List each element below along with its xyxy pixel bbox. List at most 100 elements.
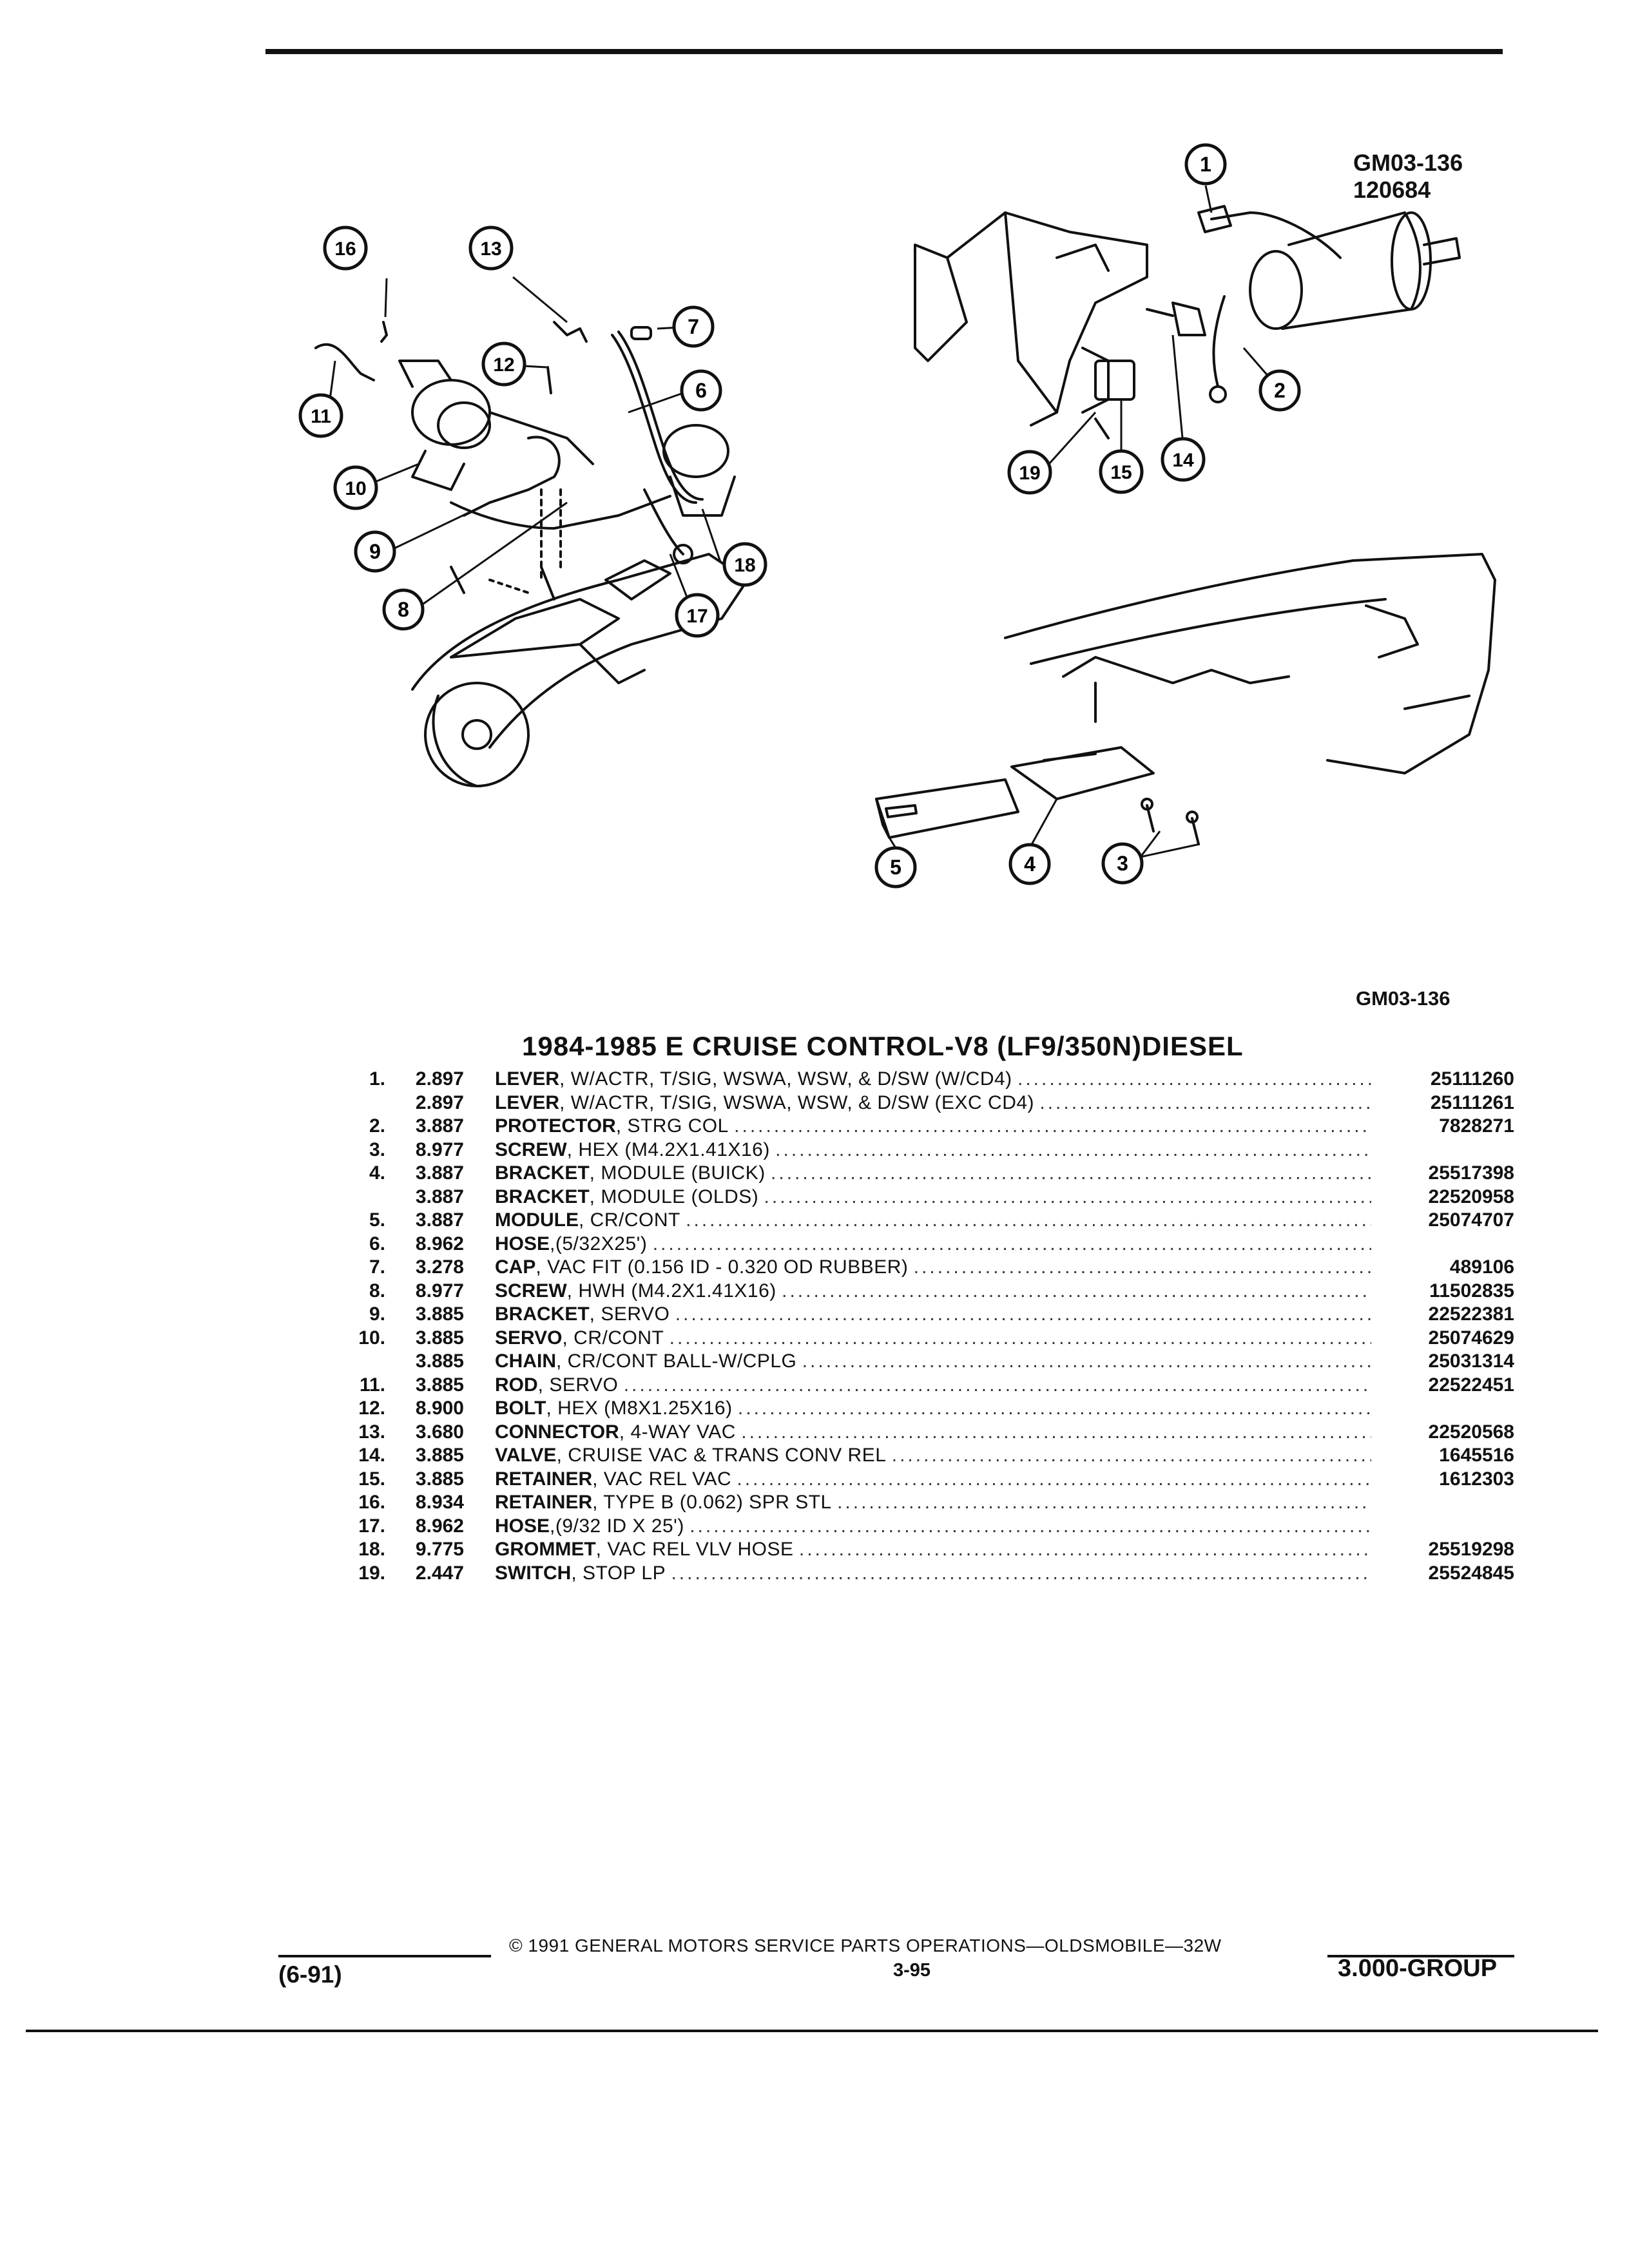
part-row: 11. 3.885 ROD, SERVO ...................… <box>335 1374 1514 1398</box>
group-code: 8.962 <box>415 1515 464 1537</box>
part-row: 19. 2.447 SWITCH, STOP LP ..............… <box>335 1562 1514 1586</box>
part-row: 12. 8.900 BOLT, HEX (M8X1.25X16) .......… <box>335 1398 1514 1421</box>
group-code: 3.278 <box>415 1256 464 1278</box>
part-description: HOSE,(9/32 ID X 25') ...................… <box>495 1515 1371 1537</box>
group-code: 3.887 <box>415 1115 464 1137</box>
svg-text:14: 14 <box>1172 450 1194 471</box>
group-code: 8.900 <box>415 1398 464 1419</box>
svg-text:3: 3 <box>1117 852 1128 875</box>
callout-10: 10 <box>333 465 378 510</box>
callout-11: 11 <box>298 393 343 438</box>
instrument-panel <box>1004 553 1496 774</box>
callout-8: 8 <box>382 588 425 631</box>
part-row: 3. 8.977 SCREW, HEX (M4.2X1.41X16) .....… <box>335 1139 1514 1163</box>
callout-1: 1 <box>1184 143 1227 186</box>
group-code: 8.934 <box>415 1492 464 1513</box>
part-description: RETAINER, TYPE B (0.062) SPR STL .......… <box>495 1492 1371 1513</box>
svg-text:4: 4 <box>1024 852 1036 876</box>
part-number: 22520568 <box>1428 1421 1514 1443</box>
part-description: VALVE, CRUISE VAC & TRANS CONV REL .....… <box>495 1445 1371 1466</box>
group-code: 3.680 <box>415 1421 464 1443</box>
part-description: BRACKET, MODULE (BUICK) ................… <box>495 1162 1371 1184</box>
part-number: 25111261 <box>1430 1091 1514 1113</box>
top-rule <box>265 49 1503 54</box>
callout-16: 16 <box>323 226 368 271</box>
figure-id: GM03-136 <box>1353 149 1463 176</box>
part-row: 3.887 BRACKET, MODULE (OLDS) ...........… <box>335 1186 1514 1210</box>
part-description: SERVO, CR/CONT .........................… <box>495 1327 1371 1349</box>
part-row: 2.897 LEVER, W/ACTR, T/SIG, WSWA, WSW, &… <box>335 1092 1514 1116</box>
svg-text:5: 5 <box>890 856 901 879</box>
part-row: 14. 3.885 VALVE, CRUISE VAC & TRANS CONV… <box>335 1445 1514 1468</box>
section-title: 1984-1985 E CRUISE CONTROL-V8 (LF9/350N)… <box>522 1031 1244 1061</box>
callout-18: 18 <box>722 542 767 587</box>
part-description: SCREW, HWH (M4.2X1.41X16) ..............… <box>495 1280 1371 1302</box>
vacuum-reservoir <box>662 424 729 478</box>
parts-list: 1. 2.897 LEVER, W/ACTR, T/SIG, WSWA, WSW… <box>335 1068 1514 1586</box>
engine-block-outline <box>411 553 749 749</box>
footer-date: (6-91) <box>278 1961 342 1988</box>
pedal-bracket <box>914 244 968 362</box>
servo-body <box>411 379 491 446</box>
group-code: 3.887 <box>415 1186 464 1207</box>
callout-9: 9 <box>354 530 396 573</box>
part-description: BOLT, HEX (M8X1.25X16) .................… <box>495 1398 1371 1419</box>
part-description: MODULE, CR/CONT ........................… <box>495 1209 1371 1231</box>
part-number: 25031314 <box>1428 1350 1514 1372</box>
svg-text:6: 6 <box>695 379 707 402</box>
group-code: 3.885 <box>415 1350 464 1372</box>
part-number: 489106 <box>1449 1256 1514 1278</box>
lever-wire <box>1210 211 1342 259</box>
item-number: 19. <box>358 1562 385 1584</box>
group-code: 3.885 <box>415 1445 464 1466</box>
part-number: 25519298 <box>1428 1539 1514 1560</box>
callout-19: 19 <box>1007 450 1052 495</box>
group-code: 3.887 <box>415 1209 464 1231</box>
callout-17: 17 <box>675 593 720 638</box>
bottom-rule <box>26 2030 1598 2032</box>
cruise-lever <box>1197 205 1232 233</box>
callout-4: 4 <box>1008 843 1051 885</box>
part-description: PROTECTOR, STRG COL ....................… <box>495 1115 1371 1137</box>
callouts: 1 2 3 4 5 6 7 8 9 10 11 12 13 14 15 16 1… <box>298 143 1301 889</box>
svg-text:17: 17 <box>686 606 708 627</box>
part-row: 8. 8.977 SCREW, HWH (M4.2X1.41X16) .....… <box>335 1280 1514 1304</box>
cruise-module <box>875 778 1019 839</box>
part-description: CAP, VAC FIT (0.156 ID - 0.320 OD RUBBER… <box>495 1256 1371 1278</box>
group-code: 2.897 <box>415 1091 464 1113</box>
part-row: 13. 3.680 CONNECTOR, 4-WAY VAC .........… <box>335 1421 1514 1445</box>
item-number: 15. <box>358 1468 385 1490</box>
steering-column-end <box>1249 250 1303 330</box>
part-description: HOSE,(5/32X25') ........................… <box>495 1233 1371 1254</box>
item-number: 5. <box>369 1209 385 1231</box>
vacuum-release-valve <box>1171 302 1206 336</box>
group-code: 9.775 <box>415 1539 464 1560</box>
figure-date-code: 120684 <box>1353 177 1431 203</box>
part-number: 22522451 <box>1428 1374 1514 1396</box>
item-number: 14. <box>358 1445 385 1466</box>
callout-5: 5 <box>874 846 917 889</box>
callout-12: 12 <box>481 341 526 387</box>
callout-2: 2 <box>1258 369 1301 412</box>
part-number: 11502835 <box>1429 1280 1514 1302</box>
svg-text:12: 12 <box>493 354 514 376</box>
group-code: 3.885 <box>415 1327 464 1349</box>
group-code: 2.447 <box>415 1562 464 1584</box>
group-code: 2.897 <box>415 1068 464 1090</box>
item-number: 13. <box>358 1421 385 1443</box>
item-number: 9. <box>369 1303 385 1325</box>
item-number: 18. <box>358 1539 385 1560</box>
item-number: 3. <box>369 1139 385 1160</box>
part-number: 1612303 <box>1439 1468 1514 1490</box>
item-number: 17. <box>358 1515 385 1537</box>
part-row: 10. 3.885 SERVO, CR/CONT ...............… <box>335 1327 1514 1351</box>
svg-text:13: 13 <box>480 238 501 260</box>
part-row: 16. 8.934 RETAINER, TYPE B (0.062) SPR S… <box>335 1492 1514 1515</box>
item-number: 7. <box>369 1256 385 1278</box>
footer-page-number: 3-95 <box>893 1960 931 1981</box>
alternator-hub <box>461 719 492 750</box>
svg-text:10: 10 <box>345 478 366 499</box>
part-description: BRACKET, SERVO .........................… <box>495 1303 1371 1325</box>
item-number: 4. <box>369 1162 385 1184</box>
group-code: 8.977 <box>415 1280 464 1302</box>
